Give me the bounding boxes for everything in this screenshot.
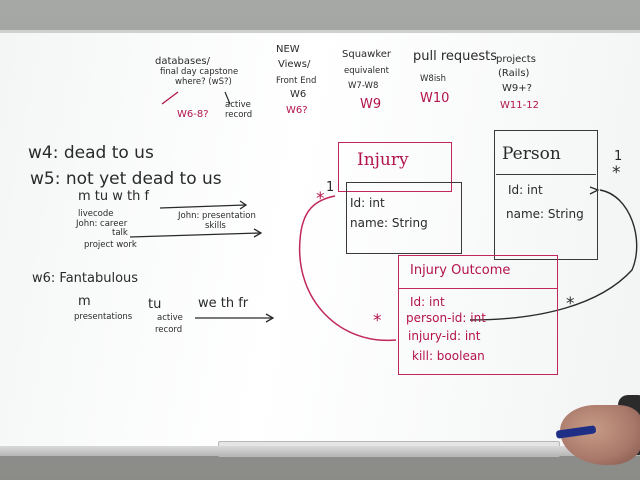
- new-views-week2: W6?: [286, 105, 308, 116]
- cardinality-many-person: *: [612, 163, 621, 183]
- w5-note: w5: not yet dead to us: [30, 169, 222, 189]
- w6-record: record: [155, 325, 183, 335]
- databases-line2: final day capstone: [160, 67, 239, 77]
- w6-presentations: presentations: [74, 312, 133, 322]
- new-views-line3: Front End: [276, 76, 317, 86]
- injury-outcome-field-person-id: person-id: int: [406, 311, 486, 325]
- databases-heading: databases/: [155, 56, 210, 67]
- board-frame-bottom: [0, 446, 640, 456]
- databases-week: W6-8?: [177, 109, 209, 120]
- w6-m: m: [78, 294, 91, 309]
- cardinality-one-person: 1: [614, 149, 623, 164]
- new-views-line2: Views/: [278, 59, 311, 70]
- new-views-heading: NEW: [276, 44, 300, 55]
- w6-tu: tu: [148, 297, 162, 312]
- injury-outcome-field-id: Id: int: [410, 295, 445, 309]
- w6-note: w6: Fantabulous: [32, 271, 139, 286]
- w4-note: w4: dead to us: [28, 143, 154, 163]
- w5-days: m tu w th f: [78, 189, 150, 204]
- injury-outcome-to-person-connector: [469, 189, 638, 321]
- pull-requests-week: W10: [420, 91, 450, 106]
- pull-requests-line2: W8ish: [420, 74, 446, 84]
- person-field-id: Id: int: [508, 183, 543, 197]
- injury-outcome-field-injury-id: injury-id: int: [408, 329, 481, 343]
- projects-line3: W9+?: [502, 83, 532, 94]
- pull-requests-heading: pull requests: [413, 49, 498, 64]
- w5-john-presentation: John: presentation: [178, 211, 256, 221]
- w5-john-presentation-b: skills: [205, 221, 226, 231]
- new-views-week: W6: [290, 89, 307, 100]
- w5-project-work: project work: [84, 240, 137, 250]
- injury-outcome-title: Injury Outcome: [410, 263, 511, 278]
- injury-outcome-entity: [398, 255, 558, 375]
- w6-rest: we th fr: [198, 296, 249, 311]
- injury-entity-header: [338, 142, 452, 192]
- whiteboard: [0, 30, 640, 453]
- w5-john-career: John: career: [76, 219, 128, 229]
- squawker-line2: equivalent: [344, 66, 389, 76]
- projects-heading: projects: [496, 54, 536, 65]
- databases-record: record: [225, 110, 253, 120]
- injury-outcome-field-kill: kill: boolean: [412, 349, 485, 363]
- squawker-week: W9: [360, 97, 382, 112]
- injury-entity-body: [346, 182, 462, 254]
- injury-title: Injury: [357, 150, 409, 170]
- cardinality-many-outcome-right: *: [566, 294, 575, 314]
- projects-week: W11-12: [500, 100, 539, 111]
- injury-field-id: Id: int: [350, 196, 385, 210]
- databases-active: active: [225, 100, 251, 110]
- w5-livecode-arrow: [159, 204, 246, 209]
- projects-line2: (Rails): [498, 68, 530, 79]
- injury-field-name: name: String: [350, 216, 428, 230]
- databases-line3: where? (wS?): [175, 77, 232, 87]
- w5-project-arrow: [129, 232, 261, 238]
- person-title: Person: [502, 144, 561, 164]
- w6-active: active: [157, 313, 183, 323]
- w5-john-career-b: talk: [112, 228, 128, 238]
- squawker-line3: W7-W8: [348, 81, 379, 91]
- cardinality-one-injury: 1: [326, 180, 335, 195]
- w5-livecode: livecode: [78, 209, 114, 219]
- person-entity: [494, 130, 598, 260]
- cardinality-many-injury: *: [316, 189, 325, 209]
- cardinality-many-outcome-left: *: [373, 311, 382, 331]
- person-field-name: name: String: [506, 207, 584, 221]
- injury-outcome-to-injury-connector: [298, 195, 397, 342]
- squawker-heading: Squawker: [342, 49, 392, 60]
